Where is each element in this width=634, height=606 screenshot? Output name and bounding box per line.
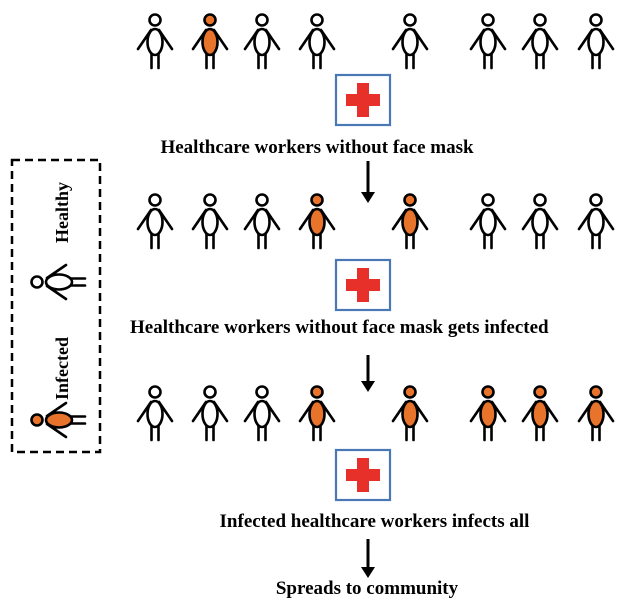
person-icon bbox=[577, 13, 615, 70]
stage-1-row bbox=[136, 13, 615, 70]
person-icon bbox=[243, 193, 281, 250]
person-icon bbox=[521, 13, 559, 70]
person-icon bbox=[577, 385, 615, 442]
medical-cross-icon bbox=[334, 73, 392, 127]
stage-2-caption: Healthcare workers without face mask get… bbox=[130, 317, 549, 338]
person-icon bbox=[243, 385, 281, 442]
person-icon bbox=[243, 13, 281, 70]
legend-box: Healthy Infected bbox=[10, 158, 102, 454]
medical-cross-icon bbox=[334, 258, 392, 312]
stage-3-row bbox=[136, 385, 615, 442]
person-icon bbox=[391, 13, 429, 70]
person-icon bbox=[391, 385, 429, 442]
legend-healthy-person-icon bbox=[30, 263, 87, 301]
person-icon bbox=[298, 385, 336, 442]
person-icon bbox=[191, 193, 229, 250]
person-icon bbox=[469, 13, 507, 70]
person-icon bbox=[191, 385, 229, 442]
arrow-down-icon bbox=[361, 539, 375, 578]
person-icon bbox=[577, 193, 615, 250]
person-icon bbox=[136, 13, 174, 70]
person-icon bbox=[469, 193, 507, 250]
person-icon bbox=[136, 385, 174, 442]
stage-rows bbox=[136, 13, 615, 442]
stage-3-caption: Infected healthcare workers infects all bbox=[219, 511, 530, 532]
person-icon bbox=[298, 13, 336, 70]
legend-healthy-label: Healthy bbox=[52, 182, 72, 243]
person-icon bbox=[298, 193, 336, 250]
arrow-down-icon bbox=[361, 161, 375, 203]
stage-2-row bbox=[136, 193, 615, 250]
arrow-icons bbox=[361, 161, 375, 578]
clinic-icons bbox=[334, 73, 392, 502]
person-icon bbox=[30, 263, 87, 301]
person-icon bbox=[191, 13, 229, 70]
legend-infected-person-icon bbox=[30, 401, 87, 439]
final-caption: Spreads to community bbox=[275, 578, 459, 599]
person-icon bbox=[469, 385, 507, 442]
arrow-down-icon bbox=[361, 355, 375, 392]
person-icon bbox=[521, 385, 559, 442]
legend-infected-label: Infected bbox=[52, 337, 72, 400]
medical-cross-icon bbox=[334, 448, 392, 502]
person-icon bbox=[30, 401, 87, 439]
person-icon bbox=[391, 193, 429, 250]
stage-1-caption: Healthcare workers without face mask bbox=[160, 137, 474, 158]
person-icon bbox=[136, 193, 174, 250]
person-icon bbox=[521, 193, 559, 250]
